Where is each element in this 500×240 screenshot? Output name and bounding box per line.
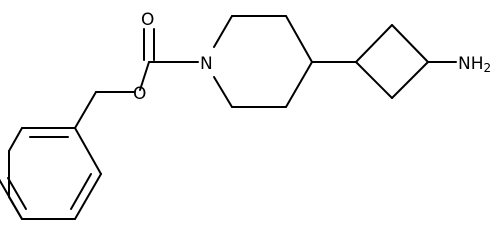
bond-ring-upper-right	[285, 15, 313, 63]
bond-cyclobutane-c	[391, 61, 429, 99]
atom-ester-oxygen: O	[133, 84, 146, 104]
bond-phenyl-inner-2	[70, 173, 92, 210]
atom-ring-nitrogen: N	[200, 54, 213, 74]
bond-cyclobutane-a	[355, 24, 393, 63]
bond-n-ring-lower	[213, 76, 233, 108]
bond-ring-lower-right	[285, 61, 313, 108]
bond-phenyl-1	[74, 127, 102, 175]
structure-diagram: O O N NH2	[0, 10, 491, 220]
atom-carbonyl-oxygen: O	[141, 10, 154, 30]
amine-label: NH	[458, 54, 484, 74]
bond-ch2-phenyl	[74, 91, 97, 129]
atom-amine-group: NH2	[458, 54, 491, 75]
bond-n-ring-upper	[213, 15, 233, 48]
bond-cyclobutane-b	[391, 24, 429, 63]
bond-phenyl-inner-3	[7, 177, 27, 210]
molecule-canvas: O O N NH2	[0, 10, 492, 220]
bond-phenyl-left-lower	[8, 196, 23, 220]
bond-cyclobutane-d	[355, 61, 393, 99]
amine-subscript: 2	[484, 61, 492, 75]
bond-carbonyl-ester-o	[139, 61, 150, 91]
bond-phenyl-6	[8, 127, 23, 152]
bond-phenyl-2	[74, 173, 102, 220]
